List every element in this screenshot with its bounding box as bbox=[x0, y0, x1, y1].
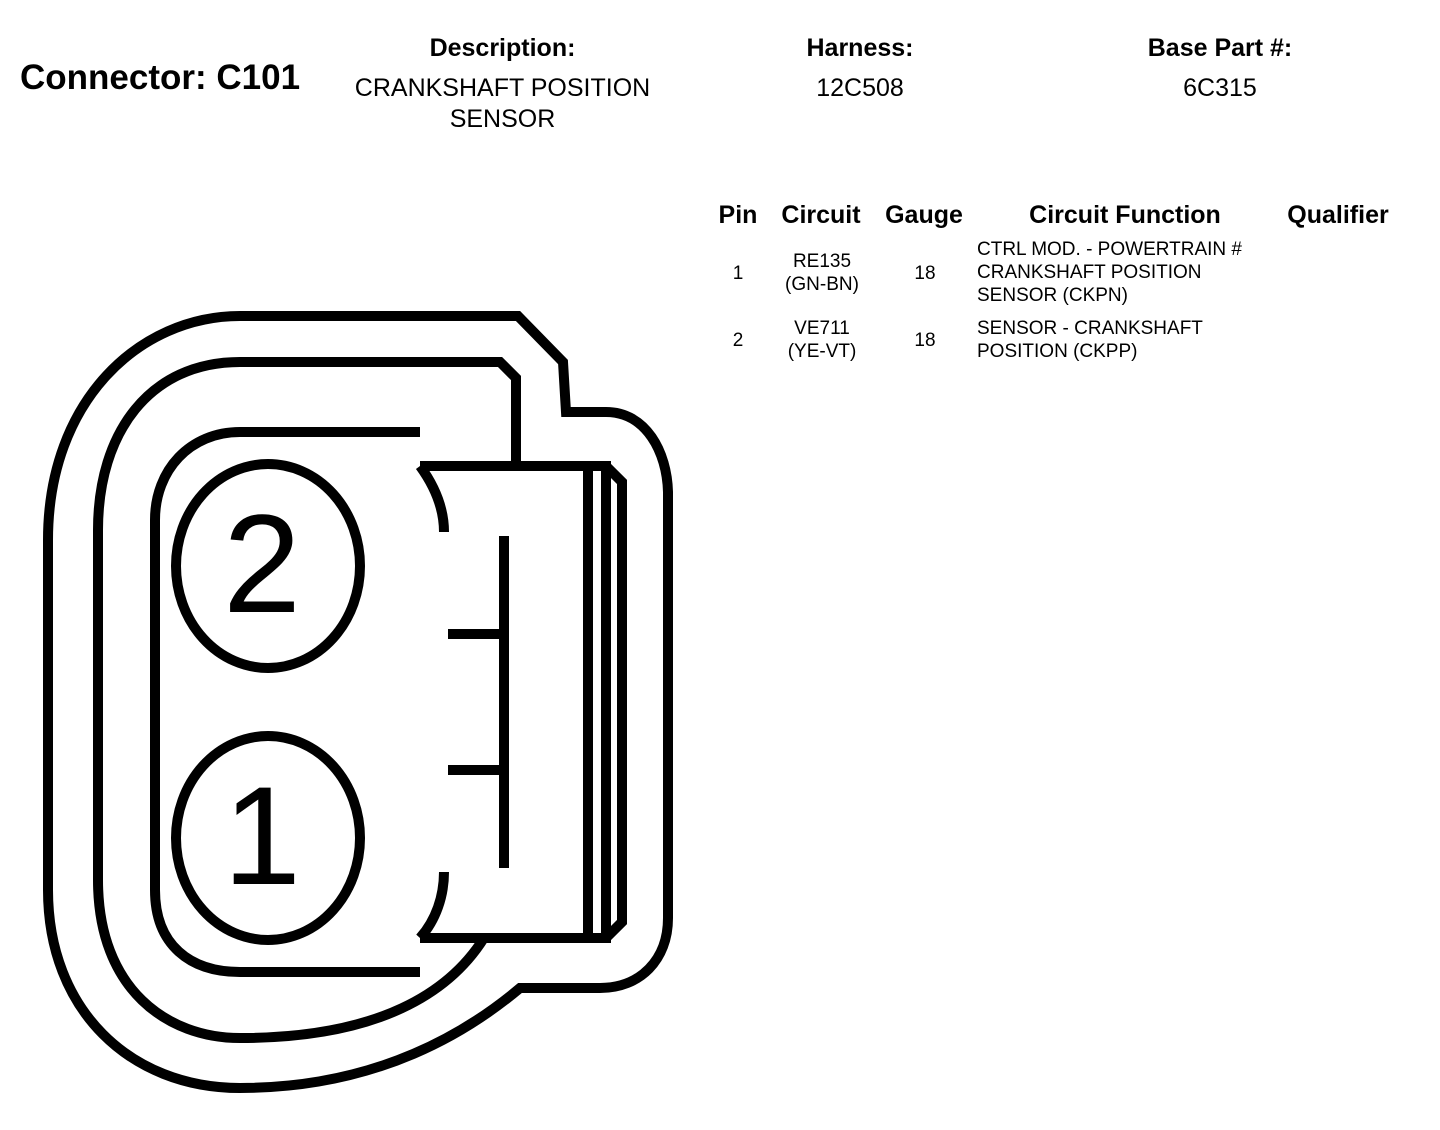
circuit-color: (GN-BN) bbox=[785, 274, 859, 295]
connector-middle-outline bbox=[93, 357, 521, 1044]
function-line: SENSOR - CRANKSHAFT bbox=[977, 318, 1203, 339]
column-header-circuit-function: Circuit Function bbox=[1029, 201, 1221, 229]
column-header-gauge: Gauge bbox=[885, 201, 963, 229]
function-line: SENSOR (CKPN) bbox=[977, 285, 1128, 306]
circuit-id: RE135 bbox=[792, 251, 852, 272]
table-row: 1 RE135 (GN-BN) 18 CTRL MOD. - POWERTRAI… bbox=[700, 238, 1420, 310]
pin-number-cell: 1 bbox=[732, 263, 744, 284]
pin-cavity-2 bbox=[171, 459, 365, 673]
column-header-qualifier: Qualifier bbox=[1287, 201, 1389, 229]
description-label: Description: bbox=[429, 34, 576, 62]
connector-latch-edge bbox=[583, 462, 627, 942]
circuit-cell: RE135 (GN-BN) bbox=[772, 250, 872, 296]
pin-number-cell: 2 bbox=[732, 330, 744, 351]
table-row: 2 VE711 (YE-VT) 18 SENSOR - CRANKSHAFT P… bbox=[700, 317, 1420, 367]
description-line: CRANKSHAFT POSITION bbox=[354, 74, 651, 102]
base-part-value: 6C315 bbox=[1183, 74, 1257, 102]
function-line: CTRL MOD. - POWERTRAIN # bbox=[977, 239, 1242, 260]
circuit-color: (YE-VT) bbox=[787, 341, 857, 362]
description-block: Description: CRANKSHAFT POSITION SENSOR bbox=[330, 33, 675, 135]
circuit-function-cell: SENSOR - CRANKSHAFT POSITION (CKPP) bbox=[977, 317, 1297, 363]
function-line: POSITION (CKPP) bbox=[977, 341, 1138, 362]
harness-label: Harness: bbox=[806, 34, 914, 62]
connector-face-diagram: 2 1 bbox=[43, 311, 673, 1094]
column-header-circuit: Circuit bbox=[781, 201, 861, 229]
harness-block: Harness: 12C508 bbox=[760, 33, 960, 104]
circuit-id: VE711 bbox=[794, 318, 850, 339]
gauge-cell: 18 bbox=[914, 330, 936, 351]
connector-inner-outline bbox=[150, 427, 420, 977]
circuit-cell: VE711 (YE-VT) bbox=[772, 317, 872, 363]
gauge-cell: 18 bbox=[914, 263, 936, 284]
pin-label-1: 1 bbox=[223, 757, 301, 914]
column-header-pin: Pin bbox=[718, 201, 758, 229]
description-line: SENSOR bbox=[449, 105, 556, 133]
connector-latch-block bbox=[420, 461, 611, 943]
pin-cavity-1 bbox=[171, 731, 365, 945]
circuit-function-cell: CTRL MOD. - POWERTRAIN # CRANKSHAFT POSI… bbox=[977, 238, 1297, 307]
connector-cavity-arc-top bbox=[415, 463, 449, 533]
base-part-label: Base Part #: bbox=[1147, 34, 1293, 62]
description-value: CRANKSHAFT POSITION SENSOR bbox=[330, 73, 675, 135]
pin-label-2: 2 bbox=[223, 485, 301, 642]
base-part-block: Base Part #: 6C315 bbox=[1110, 33, 1330, 104]
connector-outer-outline bbox=[43, 311, 673, 1094]
function-line: CRANKSHAFT POSITION bbox=[977, 262, 1202, 283]
connector-title: Connector: C101 bbox=[20, 58, 301, 97]
harness-value: 12C508 bbox=[816, 74, 904, 102]
connector-key bbox=[448, 536, 509, 868]
connector-cavity-arc-bottom bbox=[416, 871, 449, 942]
